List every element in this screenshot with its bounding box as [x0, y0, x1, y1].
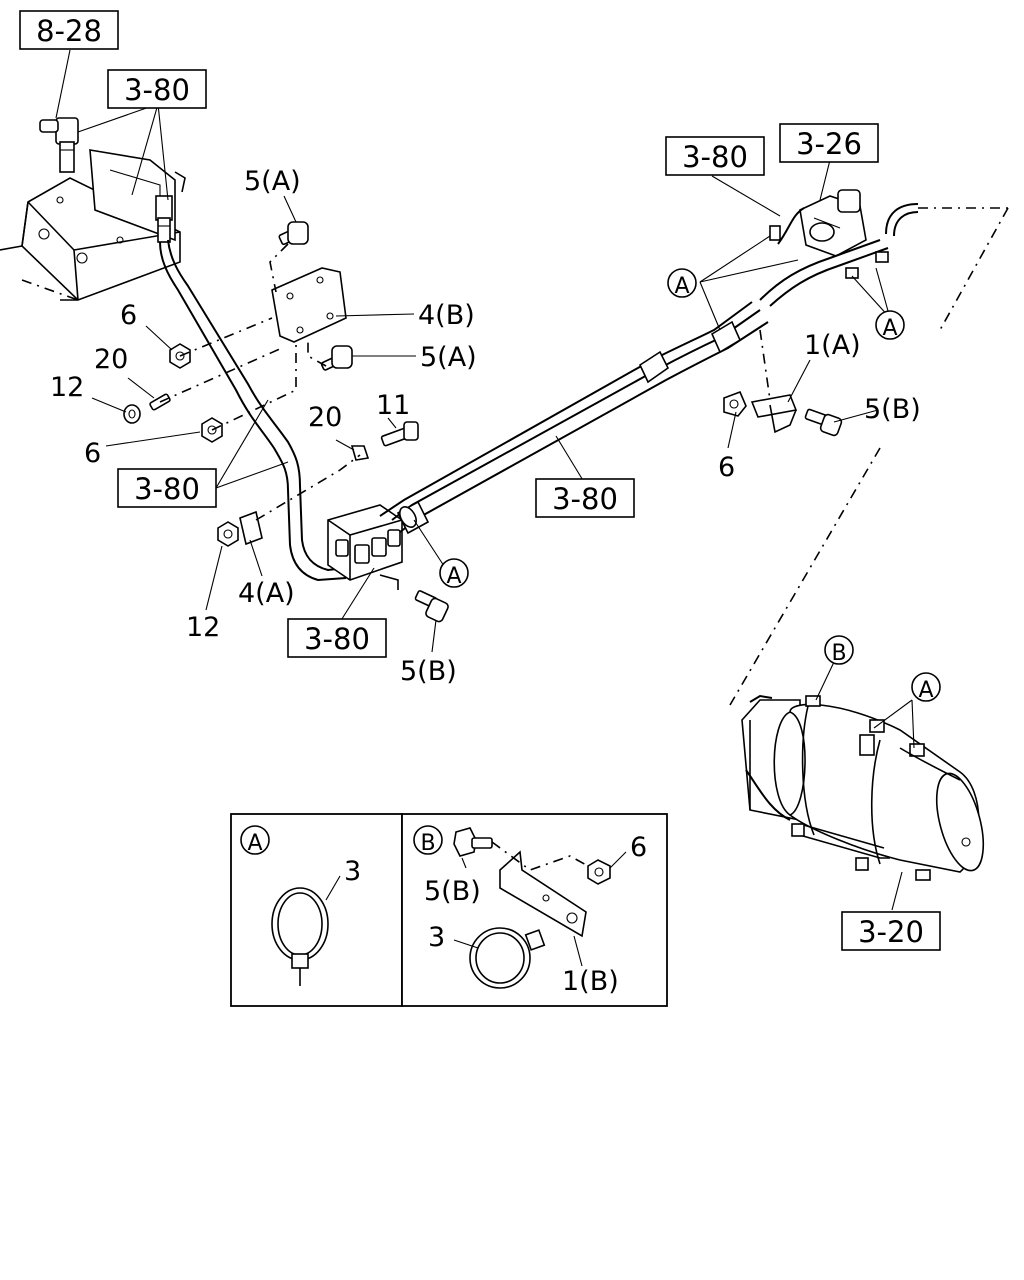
ref-box-3-26: 3-26	[779, 123, 879, 163]
nut-icon	[587, 859, 611, 885]
svg-text:3-80: 3-80	[682, 140, 748, 174]
svg-text:A: A	[247, 831, 262, 856]
ref-box-3-80-bottom: 3-80	[287, 618, 387, 658]
bracket-1b-icon	[499, 850, 587, 938]
ref-box-3-80-top: 3-80	[107, 69, 207, 109]
svg-text:B: B	[831, 641, 846, 666]
svg-text:3-20: 3-20	[858, 915, 924, 949]
ref-box-3-80-left: 3-80	[117, 468, 217, 508]
svg-text:3-26: 3-26	[796, 127, 862, 161]
callout-6-lower: 6	[84, 438, 101, 469]
valve-block-drawing	[327, 504, 449, 623]
callout-5a-top: 5(A)	[244, 166, 301, 197]
inset-b-bracket-label: 1(B)	[562, 966, 619, 997]
marker-a-top-left: A	[667, 268, 697, 299]
svg-text:A: A	[918, 678, 933, 703]
svg-text:B: B	[420, 831, 435, 856]
svg-text:A: A	[882, 316, 897, 341]
marker-a-top-right: A	[875, 310, 905, 341]
svg-text:3-80: 3-80	[552, 482, 618, 516]
marker-b-tank: B	[824, 635, 854, 666]
callout-5b-right: 5(B)	[864, 394, 921, 425]
svg-text:A: A	[674, 274, 689, 299]
callout-1a: 1(A)	[804, 330, 861, 361]
assembly-lines	[159, 207, 1009, 706]
callout-5b-bottom: 5(B)	[400, 656, 457, 687]
callout-4a: 4(A)	[238, 578, 295, 609]
inset-a-part-label: 3	[344, 856, 361, 887]
relay-valve-drawing	[759, 189, 1008, 307]
callout-6-right: 6	[718, 452, 735, 483]
marker-a-center: A	[439, 558, 469, 589]
callout-11: 11	[376, 390, 410, 421]
svg-text:3-80: 3-80	[304, 622, 370, 656]
detail-inset-b: B 5(B) 6 3 1(B)	[401, 813, 668, 1007]
svg-text:A: A	[446, 564, 461, 589]
main-pipe-drawing	[379, 301, 769, 535]
ref-box-3-20: 3-20	[841, 911, 941, 951]
svg-text:8-28: 8-28	[36, 14, 102, 48]
inset-a-marker	[240, 825, 270, 855]
callout-12-bottom: 12	[186, 612, 220, 643]
inset-b-nut-label: 6	[630, 832, 647, 863]
callout-5a-mid: 5(A)	[420, 342, 477, 373]
inset-clamp-icon	[469, 927, 546, 989]
marker-a-tank: A	[911, 672, 941, 703]
hose-clamp-icon	[271, 887, 329, 986]
svg-text:3-80: 3-80	[124, 73, 190, 107]
inset-b-clamp-label: 3	[428, 922, 445, 953]
callout-4b: 4(B)	[418, 300, 475, 331]
bolt-icon	[453, 827, 493, 857]
small-parts-drawing	[123, 221, 419, 547]
ref-box-8-28: 8-28	[19, 10, 119, 50]
ref-box-3-80-right: 3-80	[665, 136, 765, 176]
air-tank-drawing	[741, 694, 985, 881]
inset-b-bolt-label: 5(B)	[424, 876, 481, 907]
inset-b-marker	[413, 825, 443, 855]
callout-12-left: 12	[50, 372, 84, 403]
callout-20-left: 20	[94, 344, 128, 375]
callout-20-mid: 20	[308, 402, 342, 433]
callout-6-left: 6	[120, 300, 137, 331]
bracket-1a-drawing	[723, 390, 843, 437]
detail-inset-a: A 3	[230, 813, 403, 1007]
ref-box-3-80-center: 3-80	[535, 478, 635, 518]
svg-text:3-80: 3-80	[134, 472, 200, 506]
